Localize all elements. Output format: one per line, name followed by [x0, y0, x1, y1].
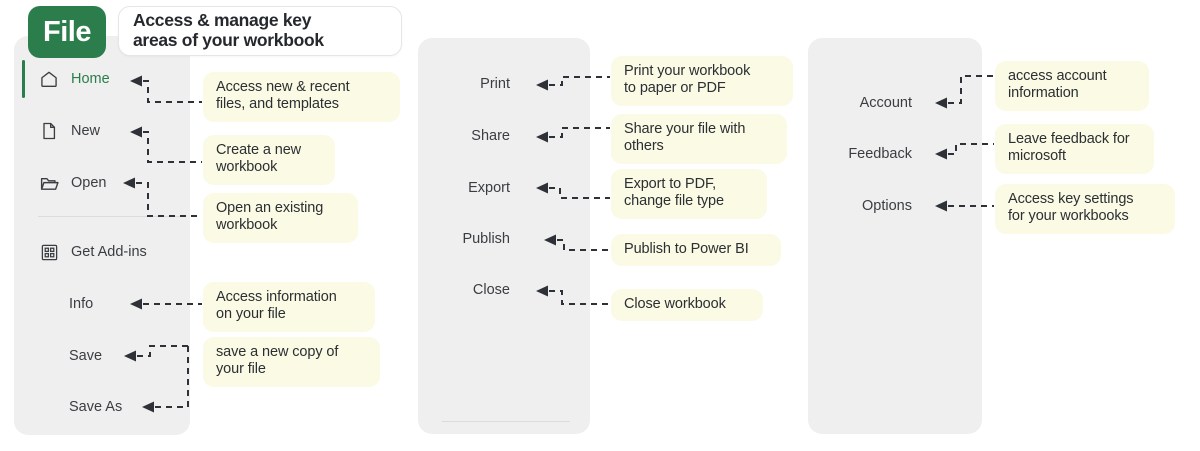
menu-item-save-label: Save — [69, 348, 103, 364]
callout-new: Create a new workbook — [203, 135, 335, 185]
file-menu-left-panel — [14, 36, 190, 435]
menu-item-open[interactable]: Open — [38, 172, 106, 194]
callout-account-line2: information — [1008, 85, 1079, 102]
callout-publish-line1: Publish to Power BI — [624, 241, 749, 257]
callout-publish: Publish to Power BI — [611, 234, 781, 267]
menu-item-get-add-ins-label: Get Add-ins — [71, 244, 147, 260]
grid-icon — [38, 241, 60, 263]
menu-item-share[interactable]: Share — [430, 128, 510, 144]
page-title: Access & manage key areas of your workbo… — [133, 11, 324, 50]
menu-item-account-label: Account — [859, 95, 912, 111]
active-item-accent-bar — [22, 60, 25, 98]
callout-info-line2: on your file — [216, 306, 286, 323]
callout-close-line1: Close workbook — [624, 296, 726, 312]
menu-item-new[interactable]: New — [38, 120, 100, 142]
menu-item-open-label: Open — [71, 175, 107, 191]
menu-item-info-label: Info — [69, 296, 94, 312]
menu-item-print[interactable]: Print — [430, 76, 510, 92]
menu-item-save-as[interactable]: Save As — [69, 399, 122, 415]
callout-export: Export to PDF, change file type — [611, 169, 767, 219]
callout-options-line1: Access key settings — [1008, 191, 1134, 207]
menu-item-print-label: Print — [480, 76, 510, 92]
callout-feedback-line2: microsoft — [1008, 148, 1066, 165]
menu-item-feedback[interactable]: Feedback — [825, 146, 912, 162]
file-badge[interactable]: File — [28, 6, 106, 58]
menu-item-home[interactable]: Home — [38, 68, 110, 90]
callout-print: Print your workbook to paper or PDF — [611, 56, 793, 106]
menu-item-publish[interactable]: Publish — [430, 231, 510, 247]
callout-export-line1: Export to PDF, — [624, 176, 717, 192]
menu-item-feedback-label: Feedback — [848, 146, 912, 162]
header-card: Access & manage key areas of your workbo… — [118, 6, 402, 56]
callout-open: Open an existing workbook — [203, 193, 358, 243]
callout-home: Access new & recent files, and templates — [203, 72, 400, 122]
callout-feedback: Leave feedback for microsoft — [995, 124, 1154, 174]
callout-open-line1: Open an existing — [216, 200, 324, 216]
left-panel-divider — [38, 216, 180, 217]
menu-item-publish-label: Publish — [462, 231, 510, 247]
callout-open-line2: workbook — [216, 217, 278, 234]
menu-item-close-label: Close — [472, 282, 510, 298]
file-badge-label: File — [43, 15, 91, 48]
menu-item-options[interactable]: Options — [825, 198, 912, 214]
callout-feedback-line1: Leave feedback for — [1008, 131, 1130, 147]
callout-home-line1: Access new & recent — [216, 79, 350, 95]
file-menu-middle-panel — [418, 38, 590, 434]
menu-item-share-label: Share — [471, 128, 510, 144]
callout-save-line2: your file — [216, 361, 266, 378]
home-icon — [38, 68, 60, 90]
callout-print-line2: to paper or PDF — [624, 80, 726, 97]
callout-export-line2: change file type — [624, 193, 724, 210]
callout-save: save a new copy of your file — [203, 337, 380, 387]
callout-options: Access key settings for your workbooks — [995, 184, 1175, 234]
callout-new-line1: Create a new — [216, 142, 302, 158]
callout-new-line2: workbook — [216, 159, 278, 176]
menu-item-close[interactable]: Close — [430, 282, 510, 298]
callout-home-line2: files, and templates — [216, 96, 339, 113]
callout-info-line1: Access information — [216, 289, 337, 305]
menu-item-export[interactable]: Export — [430, 180, 510, 196]
callout-print-line1: Print your workbook — [624, 63, 751, 79]
menu-item-options-label: Options — [862, 198, 912, 214]
menu-item-account[interactable]: Account — [825, 95, 912, 111]
menu-item-save-as-label: Save As — [69, 399, 123, 415]
menu-item-info[interactable]: Info — [69, 296, 93, 312]
folder-icon — [38, 172, 60, 194]
menu-item-save[interactable]: Save — [69, 348, 102, 364]
menu-item-new-label: New — [71, 123, 101, 139]
callout-info: Access information on your file — [203, 282, 375, 332]
callout-options-line2: for your workbooks — [1008, 208, 1129, 225]
middle-panel-divider — [442, 421, 570, 422]
callout-share-line1: Share your file with — [624, 121, 746, 137]
page-icon — [38, 120, 60, 142]
callout-save-line1: save a new copy of — [216, 344, 339, 360]
page-title-line1: Access & manage key — [133, 10, 312, 31]
callout-close: Close workbook — [611, 289, 763, 322]
menu-item-export-label: Export — [468, 180, 510, 196]
menu-item-home-label: Home — [71, 71, 110, 87]
file-menu-right-panel — [808, 38, 982, 434]
callout-share-line2: others — [624, 138, 664, 155]
callout-share: Share your file with others — [611, 114, 787, 164]
callout-account: access account information — [995, 61, 1149, 111]
callout-account-line1: access account — [1008, 68, 1107, 84]
page-title-line2: areas of your workbook — [133, 30, 324, 50]
menu-item-get-add-ins[interactable]: Get Add-ins — [38, 241, 147, 263]
